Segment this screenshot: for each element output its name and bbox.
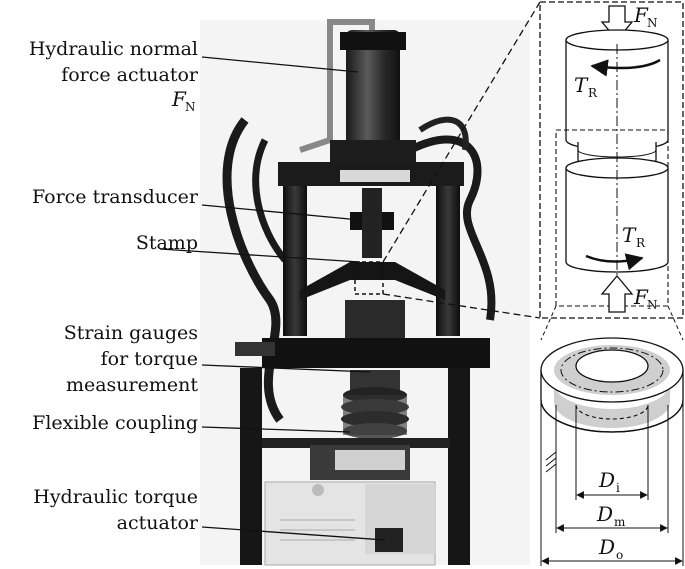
tr-top-rotation-arrow xyxy=(590,58,661,77)
frame-column-left xyxy=(283,186,307,336)
leader-flexible-coupling xyxy=(201,426,351,433)
detail-fn-bottom: F xyxy=(633,285,649,309)
hydraulic-hose-right xyxy=(408,135,496,321)
flexible-coupling-body xyxy=(341,387,409,439)
annulus-dm: D xyxy=(596,502,613,526)
annulus-di: D xyxy=(598,468,615,492)
leader-normal-actuator xyxy=(201,56,359,73)
hydraulic-hose-left xyxy=(222,117,284,423)
callout-lines xyxy=(382,1,541,319)
table-plate xyxy=(262,338,490,368)
detail-tr-bottom: T xyxy=(622,223,637,247)
leader-torque-actuator xyxy=(201,526,386,541)
leader-strain-gauges xyxy=(201,364,371,373)
leader-force-transducer xyxy=(201,204,361,221)
leader-stamp xyxy=(159,248,361,263)
label-torque-actuator-line1: Hydraulic torque xyxy=(33,486,198,508)
detail-tr-top-sub: R xyxy=(588,86,598,100)
detail-tr-bottom-sub: R xyxy=(636,236,646,250)
table-leg-right xyxy=(448,368,470,565)
detail-fn-top-sub: N xyxy=(647,16,658,30)
normal-actuator-cylinder xyxy=(346,30,400,160)
frame-column-right xyxy=(436,186,460,336)
hydraulic-hose-left-2 xyxy=(252,138,288,263)
label-normal-actuator-line2: force actuator xyxy=(61,64,199,86)
label-torque-actuator-line2: actuator xyxy=(117,512,199,534)
label-strain-gauges-line2: for torque xyxy=(101,348,198,370)
stamp-detail-box xyxy=(354,261,384,295)
label-flexible-coupling: Flexible coupling xyxy=(32,412,198,434)
annulus-dm-sub: m xyxy=(614,515,626,529)
label-strain-gauges-line3: measurement xyxy=(66,374,198,396)
detail-fn-bottom-sub: N xyxy=(647,298,658,312)
label-strain-gauges-line1: Strain gauges xyxy=(64,322,198,344)
detail-fn-top: F xyxy=(633,3,649,27)
label-fn-symbol: F xyxy=(171,87,187,111)
middle-crossbeam xyxy=(300,262,445,300)
stamp-detail-view: F N T R T R F N xyxy=(539,1,684,319)
hydraulic-pipe xyxy=(299,19,375,153)
annulus-cross-section: D i D m D o xyxy=(540,337,684,566)
label-force-transducer: Force transducer xyxy=(32,186,199,208)
annulus-do: D xyxy=(598,535,615,559)
table-leg-left xyxy=(240,368,262,565)
fn-bottom-arrow xyxy=(600,274,634,313)
leader-lines xyxy=(159,56,386,541)
detail-tr-top: T xyxy=(574,73,589,97)
tr-bottom-rotation-arrow xyxy=(585,253,644,271)
label-normal-actuator-line1: Hydraulic normal xyxy=(29,38,198,60)
annulus-di-sub: i xyxy=(616,481,620,495)
label-stamp: Stamp xyxy=(136,232,198,254)
label-fn-sub: N xyxy=(185,100,196,114)
annulus-do-sub: o xyxy=(616,548,623,562)
left-labels: Hydraulic normal force actuator F N Forc… xyxy=(29,38,199,534)
